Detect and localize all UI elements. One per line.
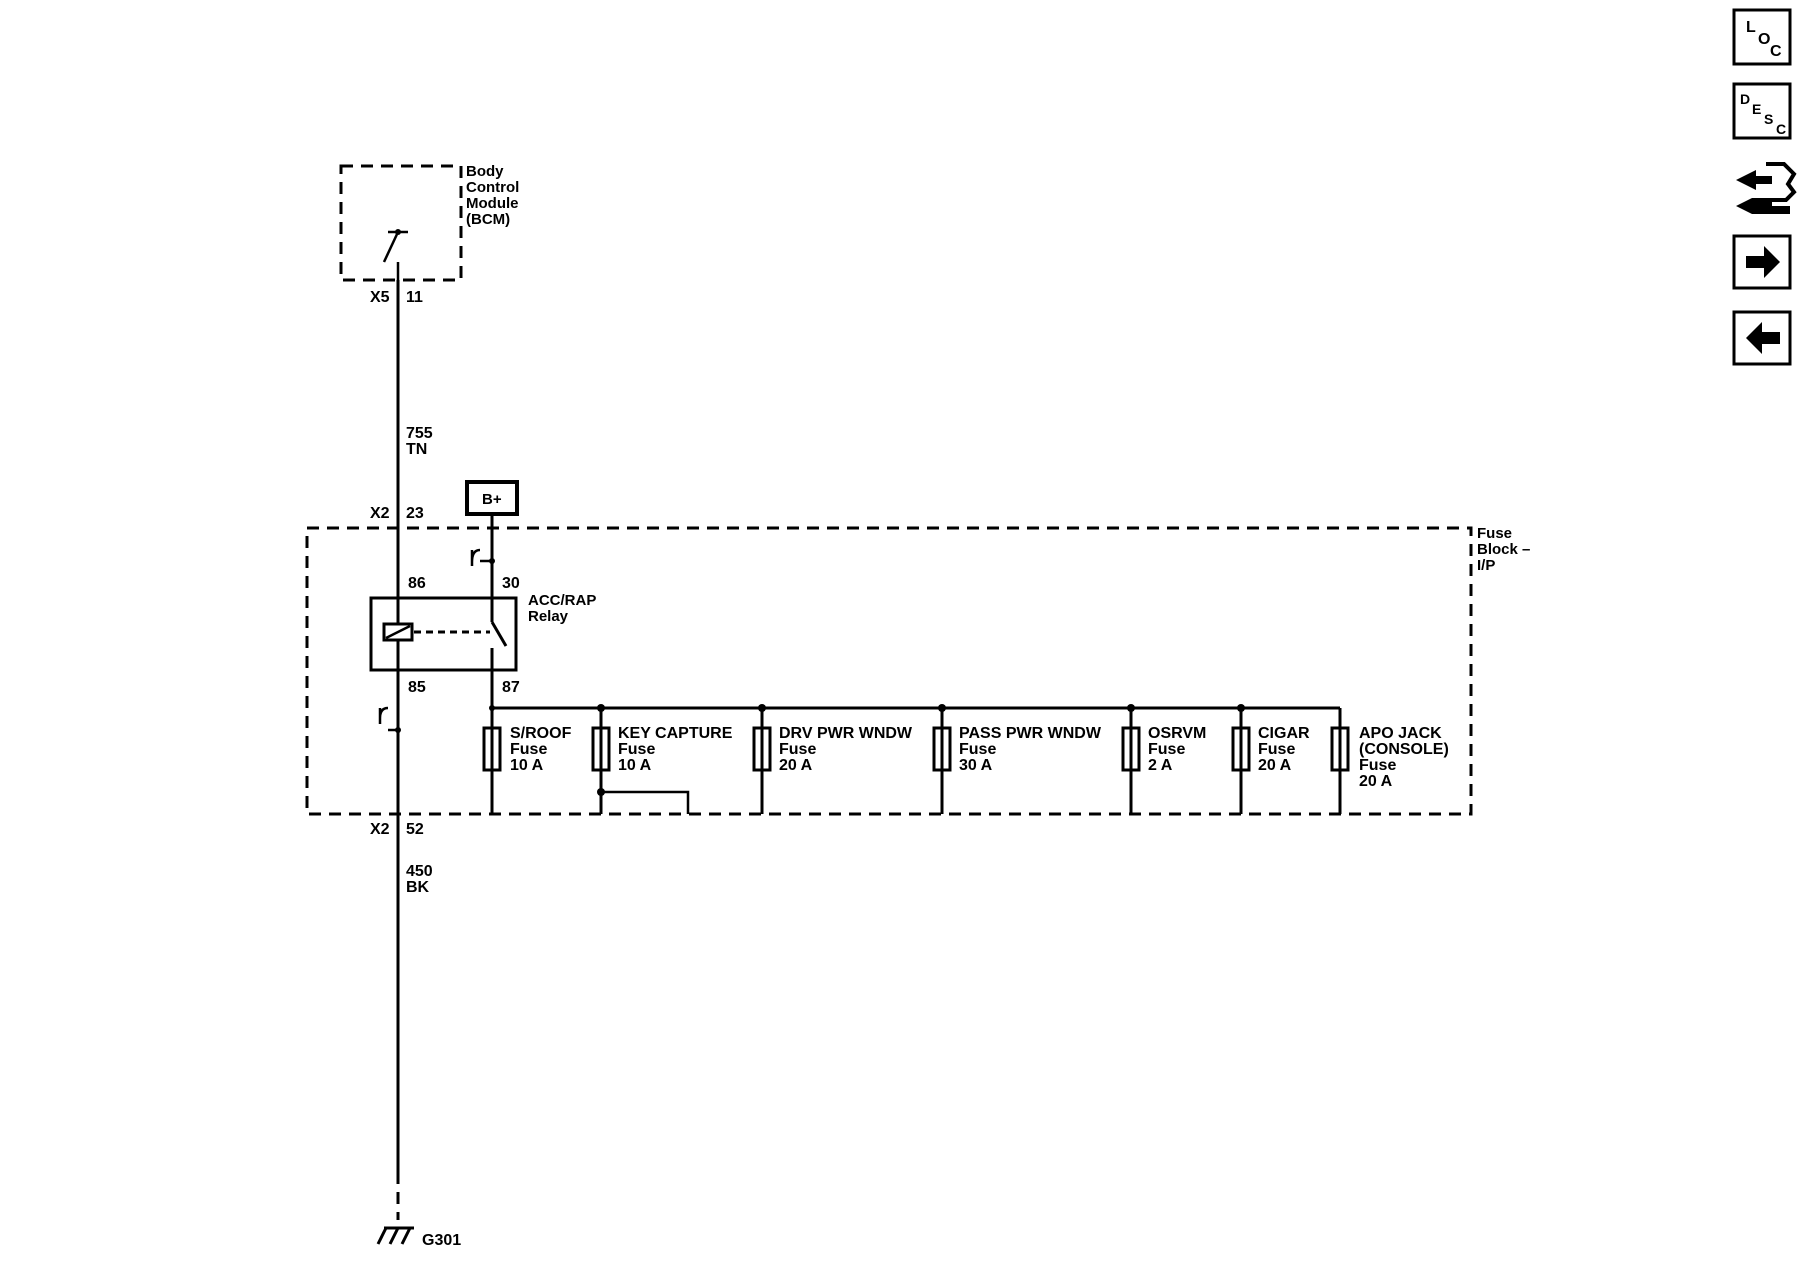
acc-rap-relay: 86 30 85 87 ACC/RAP Relay xyxy=(369,528,596,814)
fuse-label-line-1: PASS PWR WNDW xyxy=(959,725,1102,742)
relay-contact xyxy=(490,621,508,647)
fuse-label-line-3: 20 A xyxy=(779,757,813,774)
fuse-label-line-4: 20 A xyxy=(1359,773,1393,790)
fuse-label-line-3: 20 A xyxy=(1258,757,1292,774)
fuse-s-roof: S/ROOF Fuse 10 A xyxy=(482,705,572,814)
body-control-module: Body Control Module (BCM) X5 11 xyxy=(339,163,519,306)
description-button[interactable]: D E S C xyxy=(1732,82,1792,140)
fuse-label-line-1: KEY CAPTURE xyxy=(618,725,733,742)
relay-pin-86: 86 xyxy=(408,575,426,592)
fuse-label-line-2: Fuse xyxy=(510,741,547,758)
fuse-label-line-1: OSRVM xyxy=(1148,725,1206,742)
fuse-label-line-2: Fuse xyxy=(779,741,816,758)
next-page-button[interactable] xyxy=(1732,234,1792,290)
fuse-key-capture: KEY CAPTURE Fuse 10 A xyxy=(591,704,733,814)
fuse-cigar: CIGAR Fuse 20 A xyxy=(1231,704,1310,814)
wire-upper-color: TN xyxy=(406,441,427,458)
arrow-right-icon xyxy=(1746,246,1780,278)
connector-view-button[interactable] xyxy=(1736,162,1797,214)
location-button[interactable]: L O C xyxy=(1732,8,1792,66)
relay-pin-30: 30 xyxy=(502,575,520,592)
fuse-block-ip: Fuse Block – I/P X2 23 X2 52 xyxy=(305,505,1530,838)
bcm-name-line-1: Body xyxy=(466,163,504,180)
fuse-label-line-3: Fuse xyxy=(1359,757,1396,774)
loc-letter-o: O xyxy=(1758,31,1770,48)
fuse-label-line-2: (CONSOLE) xyxy=(1359,741,1449,758)
fuse-block-name-line-3: I/P xyxy=(1477,557,1495,574)
fuse-block-pin-bottom: 52 xyxy=(406,821,424,838)
relay-name-line-2: Relay xyxy=(528,608,569,625)
battery-label: B+ xyxy=(482,491,502,508)
fuse-label-line-2: Fuse xyxy=(959,741,996,758)
fuse-label-line-1: S/ROOF xyxy=(510,725,572,742)
fuse-block-name-line-2: Block – xyxy=(1477,541,1530,558)
fuse-label-line-3: 30 A xyxy=(959,757,993,774)
fuse-label-line-2: Fuse xyxy=(1258,741,1295,758)
arrow-left-icon xyxy=(1746,322,1780,354)
bcm-connector-label: X5 xyxy=(370,289,390,306)
fuse-block-connector-bottom: X2 xyxy=(370,821,390,838)
fuse-block-connector-top: X2 xyxy=(370,505,390,522)
previous-page-button[interactable] xyxy=(1732,310,1792,366)
ground-g301: G301 xyxy=(376,1226,461,1249)
fuse-pass-pwr-wndw: PASS PWR WNDW Fuse 30 A xyxy=(932,704,1102,814)
bcm-switch-symbol xyxy=(382,229,408,280)
wire-lower-circuit: 450 xyxy=(406,863,433,880)
loc-letter-l: L xyxy=(1746,19,1756,36)
bcm-name-line-4: (BCM) xyxy=(466,211,510,228)
fuse-label-line-3: 10 A xyxy=(618,757,652,774)
fuse-drv-pwr-wndw: DRV PWR WNDW Fuse 20 A xyxy=(752,704,913,814)
fuse-block-name-line-1: Fuse xyxy=(1477,525,1512,542)
relay-pin-85: 85 xyxy=(408,679,426,696)
fuse-label-line-3: 10 A xyxy=(510,757,544,774)
fuse-block-boundary xyxy=(305,526,1473,816)
bcm-name-line-2: Control xyxy=(466,179,519,196)
fuse-label-line-1: DRV PWR WNDW xyxy=(779,725,913,742)
fuse-osrvm: OSRVM Fuse 2 A xyxy=(1121,704,1206,814)
bcm-boundary xyxy=(339,164,463,282)
fuse-label-line-2: Fuse xyxy=(618,741,655,758)
fuse-block-pin-top: 23 xyxy=(406,505,424,522)
desc-letter-e: E xyxy=(1752,101,1761,117)
battery-positive: B+ xyxy=(465,480,519,528)
wire-upper-circuit: 755 xyxy=(406,425,433,442)
ground-label: G301 xyxy=(422,1232,461,1249)
desc-letter-c: C xyxy=(1776,121,1786,137)
relay-name-line-1: ACC/RAP xyxy=(528,592,596,609)
bcm-pin-label: 11 xyxy=(406,289,423,306)
fuse-apo-jack-console: APO JACK (CONSOLE) Fuse 20 A xyxy=(1330,708,1449,814)
bcm-name-line-3: Module xyxy=(466,195,519,212)
splice-85 xyxy=(378,706,398,732)
relay-pin-87: 87 xyxy=(502,679,520,696)
fuse-label-line-1: APO JACK xyxy=(1359,725,1442,742)
fuse-label-line-3: 2 A xyxy=(1148,757,1173,774)
connector-swap-icon xyxy=(1736,162,1797,214)
loc-letter-c: C xyxy=(1770,43,1782,60)
wire-lower-color: BK xyxy=(406,879,430,896)
fuse-label-line-2: Fuse xyxy=(1148,741,1185,758)
splice-30 xyxy=(470,548,492,566)
fuse-label-line-1: CIGAR xyxy=(1258,725,1310,742)
desc-letter-s: S xyxy=(1764,111,1773,127)
desc-letter-d: D xyxy=(1740,91,1750,107)
